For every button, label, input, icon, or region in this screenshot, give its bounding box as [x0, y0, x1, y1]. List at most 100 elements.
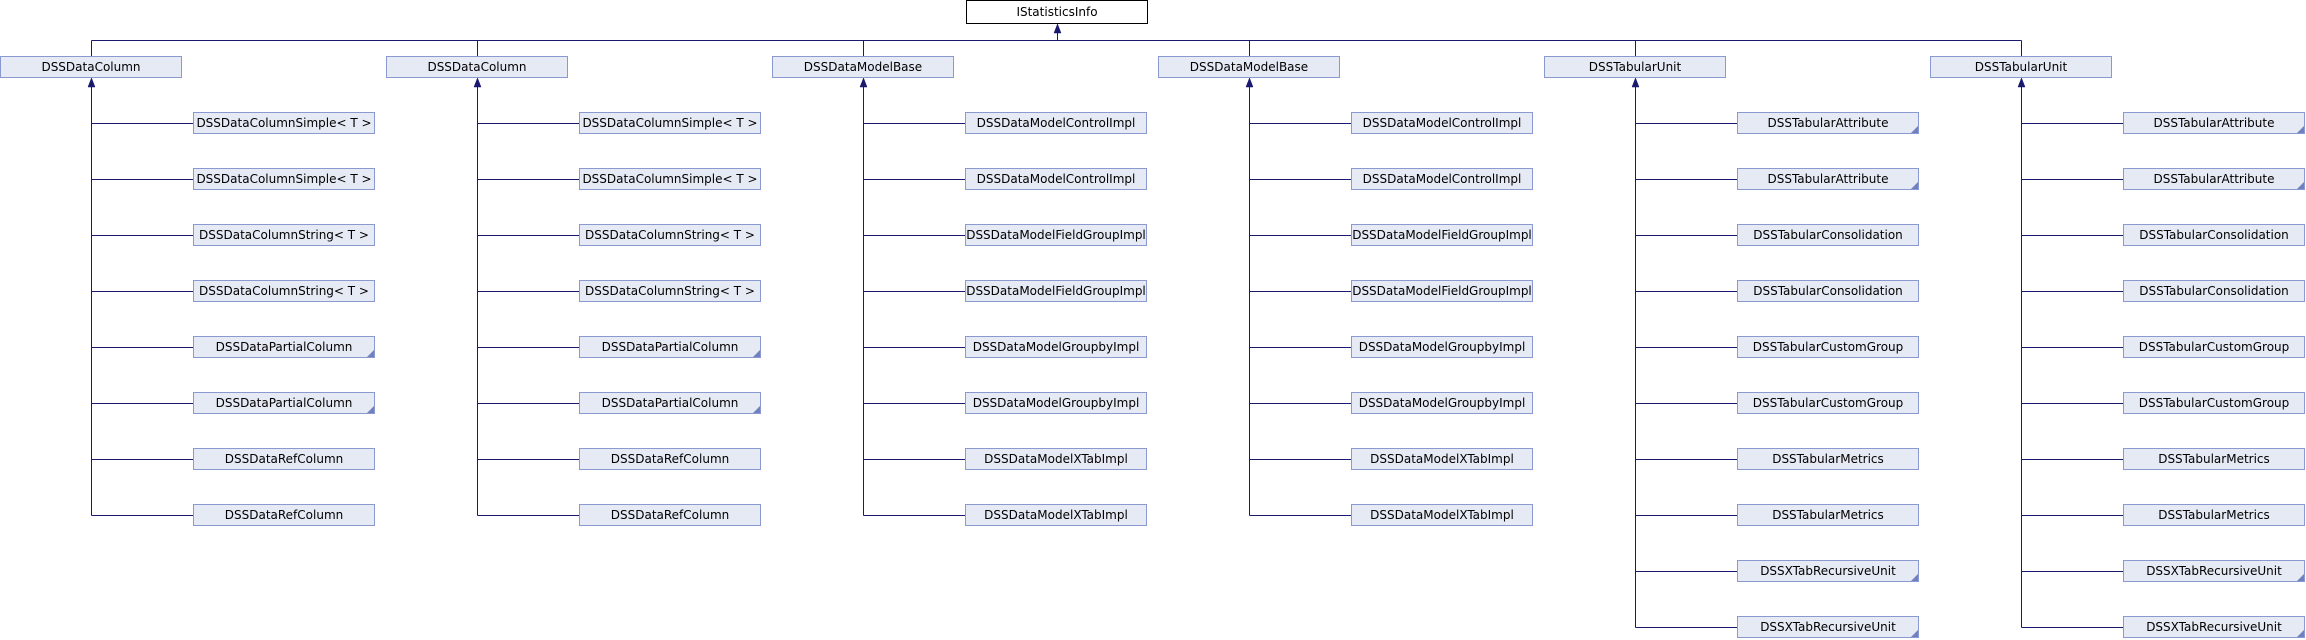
child-class-node[interactable]: DSSXTabRecursiveUnit: [2123, 560, 2305, 582]
root-class-node[interactable]: IStatisticsInfo: [966, 0, 1148, 24]
parent-class-node[interactable]: DSSTabularUnit: [1930, 56, 2112, 78]
child-class-node[interactable]: DSSDataModelXTabImpl: [1351, 504, 1533, 526]
more-subclasses-marker-icon: [2297, 630, 2304, 637]
child-class-node[interactable]: DSSDataColumnSimple< T >: [579, 168, 761, 190]
child-class-label: DSSTabularAttribute: [2153, 116, 2275, 130]
child-class-label: DSSDataModelXTabImpl: [1370, 508, 1514, 522]
child-class-node[interactable]: DSSDataColumnString< T >: [579, 280, 761, 302]
child-class-node[interactable]: DSSTabularAttribute: [2123, 168, 2305, 190]
child-class-label: DSSTabularAttribute: [1767, 116, 1889, 130]
child-class-label: DSSTabularCustomGroup: [1752, 396, 1904, 410]
parent-class-node[interactable]: DSSDataColumn: [0, 56, 182, 78]
child-class-node[interactable]: DSSTabularAttribute: [1737, 168, 1919, 190]
child-class-node[interactable]: DSSDataModelGroupbyImpl: [1351, 392, 1533, 414]
child-class-node[interactable]: DSSDataColumnString< T >: [193, 224, 375, 246]
more-subclasses-marker-icon: [753, 350, 760, 357]
child-class-label: DSSDataModelFieldGroupImpl: [1352, 228, 1532, 242]
child-class-node[interactable]: DSSDataModelGroupbyImpl: [965, 392, 1147, 414]
child-class-node[interactable]: DSSDataModelControlImpl: [1351, 168, 1533, 190]
child-class-label: DSSDataRefColumn: [224, 508, 344, 522]
parent-class-node[interactable]: DSSDataModelBase: [1158, 56, 1340, 78]
child-class-node[interactable]: DSSDataModelControlImpl: [965, 168, 1147, 190]
child-class-label: DSSDataModelControlImpl: [976, 172, 1136, 186]
child-class-label: DSSDataModelControlImpl: [1362, 172, 1522, 186]
child-class-node[interactable]: DSSTabularMetrics: [2123, 448, 2305, 470]
child-class-node[interactable]: DSSDataRefColumn: [579, 448, 761, 470]
child-class-node[interactable]: DSSDataPartialColumn: [579, 392, 761, 414]
parent-class-node[interactable]: DSSDataModelBase: [772, 56, 954, 78]
child-class-node[interactable]: DSSDataPartialColumn: [193, 392, 375, 414]
child-class-node[interactable]: DSSDataColumnString< T >: [193, 280, 375, 302]
more-subclasses-marker-icon: [1911, 630, 1918, 637]
child-class-node[interactable]: DSSXTabRecursiveUnit: [1737, 560, 1919, 582]
child-class-label: DSSDataColumnString< T >: [199, 228, 369, 242]
child-class-node[interactable]: DSSDataRefColumn: [579, 504, 761, 526]
child-class-label: DSSTabularConsolidation: [1753, 228, 1903, 242]
more-subclasses-marker-icon: [2297, 182, 2304, 189]
inheritance-arrowhead: [1053, 23, 1062, 34]
child-class-label: DSSTabularConsolidation: [2139, 284, 2289, 298]
child-class-node[interactable]: DSSDataModelGroupbyImpl: [1351, 336, 1533, 358]
child-class-node[interactable]: DSSTabularMetrics: [1737, 504, 1919, 526]
child-class-label: DSSDataPartialColumn: [601, 340, 739, 354]
parent-class-node[interactable]: DSSDataColumn: [386, 56, 568, 78]
child-class-node[interactable]: DSSTabularConsolidation: [1737, 224, 1919, 246]
child-class-node[interactable]: DSSDataModelGroupbyImpl: [965, 336, 1147, 358]
inheritance-arrowhead: [2017, 77, 2026, 88]
child-class-node[interactable]: DSSDataModelFieldGroupImpl: [965, 280, 1147, 302]
inheritance-arrowhead: [1631, 77, 1640, 88]
more-subclasses-marker-icon: [1911, 574, 1918, 581]
child-class-label: DSSTabularMetrics: [1772, 508, 1884, 522]
child-class-node[interactable]: DSSTabularCustomGroup: [1737, 392, 1919, 414]
child-class-node[interactable]: DSSTabularCustomGroup: [2123, 392, 2305, 414]
child-class-label: DSSDataColumnSimple< T >: [582, 116, 758, 130]
child-class-node[interactable]: DSSDataModelFieldGroupImpl: [965, 224, 1147, 246]
child-class-node[interactable]: DSSTabularCustomGroup: [2123, 336, 2305, 358]
child-class-node[interactable]: DSSDataPartialColumn: [193, 336, 375, 358]
child-class-label: DSSTabularConsolidation: [1753, 284, 1903, 298]
child-class-node[interactable]: DSSXTabRecursiveUnit: [1737, 616, 1919, 638]
child-class-label: DSSXTabRecursiveUnit: [1760, 620, 1896, 634]
child-class-node[interactable]: DSSTabularMetrics: [2123, 504, 2305, 526]
child-class-node[interactable]: DSSDataModelFieldGroupImpl: [1351, 280, 1533, 302]
child-class-node[interactable]: DSSTabularConsolidation: [2123, 224, 2305, 246]
child-class-node[interactable]: DSSDataColumnSimple< T >: [193, 112, 375, 134]
inheritance-arrowhead: [1245, 77, 1254, 88]
child-class-node[interactable]: DSSDataModelXTabImpl: [965, 448, 1147, 470]
child-class-node[interactable]: DSSDataModelControlImpl: [1351, 112, 1533, 134]
child-class-label: DSSDataModelGroupbyImpl: [1358, 396, 1526, 410]
child-class-label: DSSDataModelXTabImpl: [984, 452, 1128, 466]
child-class-node[interactable]: DSSTabularConsolidation: [1737, 280, 1919, 302]
child-class-label: DSSDataColumnSimple< T >: [196, 172, 372, 186]
child-class-node[interactable]: DSSTabularCustomGroup: [1737, 336, 1919, 358]
child-class-node[interactable]: DSSTabularMetrics: [1737, 448, 1919, 470]
child-class-label: DSSDataModelXTabImpl: [1370, 452, 1514, 466]
child-class-label: DSSDataRefColumn: [610, 452, 730, 466]
child-class-node[interactable]: DSSDataPartialColumn: [579, 336, 761, 358]
child-class-node[interactable]: DSSTabularConsolidation: [2123, 280, 2305, 302]
child-class-node[interactable]: DSSXTabRecursiveUnit: [2123, 616, 2305, 638]
child-class-node[interactable]: DSSDataRefColumn: [193, 504, 375, 526]
child-class-label: DSSTabularMetrics: [2158, 452, 2270, 466]
parent-class-node[interactable]: DSSTabularUnit: [1544, 56, 1726, 78]
child-class-node[interactable]: DSSDataColumnSimple< T >: [579, 112, 761, 134]
child-class-label: DSSDataModelXTabImpl: [984, 508, 1128, 522]
child-class-label: DSSDataPartialColumn: [215, 340, 353, 354]
child-class-label: DSSTabularAttribute: [2153, 172, 2275, 186]
child-class-label: DSSXTabRecursiveUnit: [1760, 564, 1896, 578]
child-class-node[interactable]: DSSDataModelXTabImpl: [965, 504, 1147, 526]
inheritance-arrowhead: [859, 77, 868, 88]
child-class-node[interactable]: DSSDataRefColumn: [193, 448, 375, 470]
child-class-label: DSSDataPartialColumn: [215, 396, 353, 410]
child-class-node[interactable]: DSSTabularAttribute: [2123, 112, 2305, 134]
child-class-node[interactable]: DSSDataModelFieldGroupImpl: [1351, 224, 1533, 246]
child-class-label: DSSDataColumnString< T >: [585, 284, 755, 298]
child-class-node[interactable]: DSSDataColumnSimple< T >: [193, 168, 375, 190]
child-class-label: DSSDataRefColumn: [610, 508, 730, 522]
child-class-node[interactable]: DSSDataColumnString< T >: [579, 224, 761, 246]
child-class-node[interactable]: DSSDataModelXTabImpl: [1351, 448, 1533, 470]
more-subclasses-marker-icon: [367, 406, 374, 413]
child-class-node[interactable]: DSSDataModelControlImpl: [965, 112, 1147, 134]
child-class-node[interactable]: DSSTabularAttribute: [1737, 112, 1919, 134]
